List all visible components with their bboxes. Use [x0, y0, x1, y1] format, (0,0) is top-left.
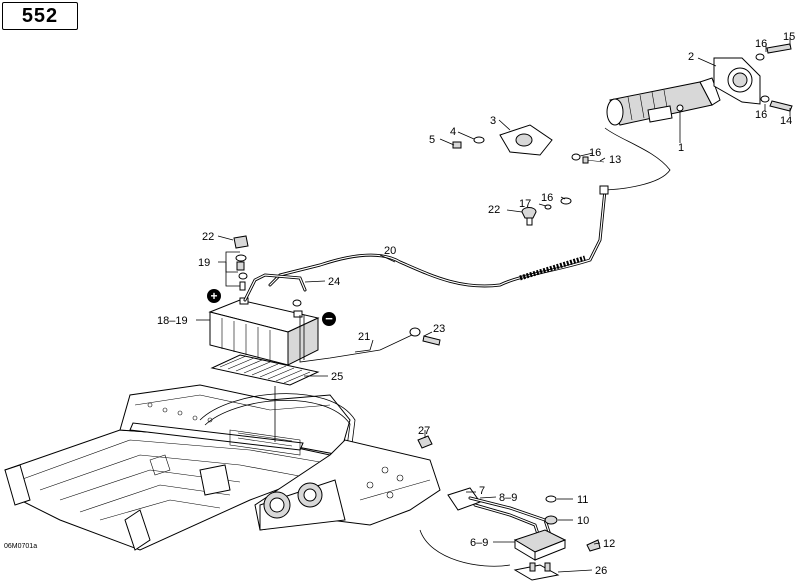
- starter-rear-bracket: [499, 124, 553, 156]
- callout-23: 23: [433, 323, 445, 335]
- page-number: 552: [21, 4, 59, 27]
- callout-15: 15: [783, 31, 795, 43]
- svg-text:−: −: [325, 311, 333, 326]
- callout-16: 16: [755, 38, 767, 50]
- starter-motor: [606, 77, 721, 126]
- callout-11: 11: [577, 494, 588, 506]
- chassis-frame: [4, 384, 441, 551]
- callout-16: 16: [589, 147, 601, 159]
- callout-21: 21: [358, 331, 370, 343]
- callout-20: 20: [384, 245, 396, 257]
- callout-12: 12: [603, 538, 615, 550]
- callout-14: 14: [780, 115, 792, 127]
- callout-13: 13: [609, 154, 621, 166]
- callout-26: 26: [595, 565, 607, 577]
- battery: [208, 297, 320, 366]
- callout-22: 22: [202, 231, 214, 243]
- reference-code: 06M0701a: [4, 543, 37, 550]
- page-number-box: 552: [2, 2, 78, 30]
- callout-18-19: 18–19: [157, 315, 188, 327]
- callout-27: 27: [418, 425, 430, 437]
- positive-symbol: +: [207, 289, 221, 303]
- callout-4: 4: [450, 126, 456, 138]
- callout-10: 10: [577, 515, 589, 527]
- callout-16: 16: [541, 192, 553, 204]
- callout-labels: 1 2 3 4 5 16 15 16 14 16 13 16 17 22 22 …: [4, 31, 795, 577]
- battery-pad: [210, 354, 320, 386]
- callout-5: 5: [429, 134, 435, 146]
- negative-cable: [299, 315, 441, 363]
- callout-8-9: 8–9: [499, 492, 517, 504]
- callout-16: 16: [755, 109, 767, 121]
- callout-17: 17: [519, 198, 531, 210]
- starter-solenoid: [419, 487, 601, 581]
- callout-22: 22: [488, 204, 500, 216]
- terminal-hardware: [233, 235, 249, 291]
- svg-text:+: +: [210, 289, 217, 303]
- leader-lines: [196, 37, 791, 573]
- negative-symbol: −: [322, 311, 336, 326]
- positive-cable: [243, 273, 307, 307]
- callout-2: 2: [688, 51, 694, 63]
- callout-19: 19: [198, 257, 210, 269]
- callout-3: 3: [490, 115, 496, 127]
- callout-24: 24: [328, 276, 340, 288]
- callout-1: 1: [678, 142, 684, 154]
- callout-25: 25: [331, 371, 343, 383]
- starter-bracket: [713, 57, 761, 105]
- starter-cable: [268, 127, 671, 288]
- callout-7: 7: [479, 485, 485, 497]
- callout-6-9: 6–9: [470, 537, 488, 549]
